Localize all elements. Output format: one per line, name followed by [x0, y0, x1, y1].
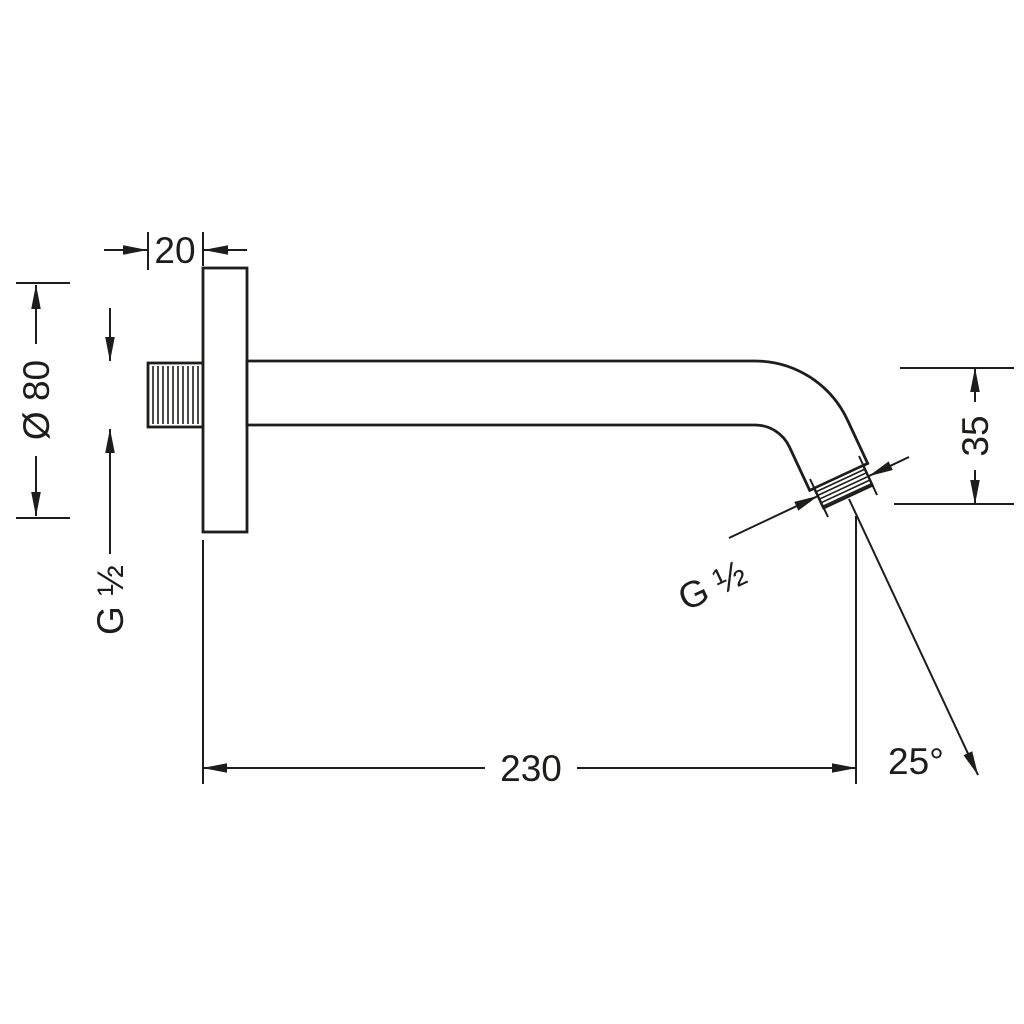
dim-label-outlet-angle: 25° [888, 741, 944, 782]
dim-label-group: Ø 80 [15, 344, 57, 456]
shower-arm-body [245, 359, 870, 493]
dim-outlet-drop: 35 [894, 367, 1014, 505]
dim-label-group: G ½ [90, 565, 131, 635]
dim-arm-length: 230 [202, 516, 857, 789]
extension-line [858, 455, 878, 496]
wall-flange [201, 266, 249, 534]
dim-outlet-thread: G ½ [672, 455, 910, 619]
dim-arrow [868, 456, 910, 477]
outlet-thread-hatching [815, 468, 873, 508]
angle-reference-line [848, 498, 979, 776]
dim-label-outlet-drop: 35 [955, 415, 996, 456]
dim-wall-thread: G ½ [90, 308, 131, 635]
wall-thread-hatching [152, 366, 199, 424]
wall-thread-stub-body [146, 361, 205, 429]
wall-flange-body [201, 266, 249, 534]
dim-label-wall-thread: G ½ [90, 565, 131, 635]
dim-wall-stub-length: 20 [104, 230, 247, 271]
dim-outlet-angle: 25° [848, 498, 979, 782]
dim-arrow [728, 495, 819, 539]
dim-label-wall-stub-length: 20 [154, 230, 195, 271]
dim-label-arm-length: 230 [500, 748, 562, 789]
shower-arm-tube [245, 359, 870, 493]
dim-label-outlet-thread: G ½ [672, 552, 753, 619]
dim-label-group: G ½ [672, 552, 753, 619]
dim-flange-diameter: Ø 80 [15, 282, 70, 519]
dim-label-group: 35 [954, 402, 996, 470]
dim-label-flange-diameter: Ø 80 [16, 360, 57, 440]
extension-line [809, 478, 829, 518]
wall-thread-stub [146, 361, 205, 429]
